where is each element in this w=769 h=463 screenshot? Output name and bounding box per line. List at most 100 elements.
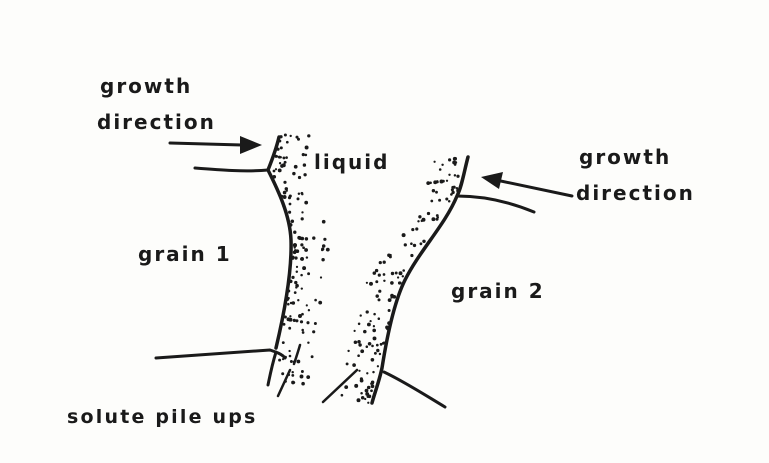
solute-dot xyxy=(374,352,377,355)
solute-dot xyxy=(435,218,438,221)
solute-dot xyxy=(293,360,296,363)
solute-dot xyxy=(291,371,293,373)
solute-dot xyxy=(383,280,385,282)
solute-dot xyxy=(375,269,378,272)
solute-dot xyxy=(373,313,376,316)
solute-dot xyxy=(272,175,276,179)
solute-dot xyxy=(294,165,298,169)
solute-dot xyxy=(392,295,396,299)
solute-dot xyxy=(289,315,291,317)
solute-dot xyxy=(360,314,362,316)
solute-dot xyxy=(282,204,285,207)
solute-dot xyxy=(301,217,304,220)
solute-dot xyxy=(433,161,435,163)
solute-dot xyxy=(361,396,365,400)
grain2-lower-boundary xyxy=(384,372,445,407)
solute-dot xyxy=(304,154,307,157)
solute-dot xyxy=(365,392,369,396)
solute-dot xyxy=(358,370,360,372)
solute-dot xyxy=(292,256,295,259)
solute-dot xyxy=(301,370,304,373)
solute-dot xyxy=(383,261,386,264)
solute-dot xyxy=(278,168,282,172)
solute-dot xyxy=(280,156,282,158)
solute-dot xyxy=(448,158,451,161)
solute-dot xyxy=(288,350,290,352)
solute-dot xyxy=(366,282,368,284)
solute-dot xyxy=(296,271,298,273)
solute-dot xyxy=(383,273,386,276)
solute-dot xyxy=(378,290,381,293)
solute-dot xyxy=(371,384,375,388)
solute-dot xyxy=(395,272,398,275)
solute-dot xyxy=(290,360,293,363)
solute-dot xyxy=(367,402,369,404)
solute-dot xyxy=(448,174,450,176)
solute-dot xyxy=(291,374,294,377)
solute-dot xyxy=(456,189,460,193)
solute-dot xyxy=(287,290,290,293)
solute-dot xyxy=(281,372,284,375)
solute-dot xyxy=(282,156,285,159)
solute-dot xyxy=(289,280,292,283)
solute-dot xyxy=(371,381,374,384)
solute-dot xyxy=(402,275,404,277)
solute-dot xyxy=(360,379,364,383)
solute-dot xyxy=(389,255,392,258)
solute-dots-right xyxy=(341,157,460,404)
arrow-left-icon xyxy=(496,180,572,196)
solute-dot xyxy=(358,323,361,326)
liquid-label: liquid xyxy=(314,152,389,172)
solute-dot xyxy=(420,242,423,245)
solute-dot xyxy=(297,299,299,301)
solute-dot xyxy=(363,330,367,334)
solute-dot xyxy=(411,228,414,231)
solute-dot xyxy=(300,237,304,241)
solute-dot xyxy=(288,196,291,199)
solute-dot xyxy=(410,254,413,257)
solute-dot xyxy=(402,269,405,272)
solute-dot xyxy=(413,244,416,247)
solute-dot xyxy=(314,322,317,325)
solute-dot xyxy=(291,276,294,279)
solute-dot xyxy=(273,170,276,173)
solute-dot xyxy=(284,380,287,383)
solute-dot xyxy=(300,375,304,379)
solute-dot xyxy=(369,320,371,322)
solute-dot xyxy=(318,301,322,305)
solute-dot xyxy=(430,200,433,203)
solute-dot xyxy=(347,350,349,352)
solute-dot xyxy=(376,344,379,347)
solute-dot xyxy=(360,392,363,395)
solute-dot xyxy=(292,172,295,175)
solute-dot xyxy=(292,301,296,305)
solute-dot xyxy=(448,200,451,203)
solute-dot xyxy=(379,353,381,355)
solute-dot xyxy=(388,298,392,302)
grain1-upper-boundary xyxy=(195,168,268,171)
solute-dot xyxy=(301,382,305,386)
solute-dot xyxy=(302,153,305,156)
solute-dot xyxy=(305,146,309,150)
solute-dot xyxy=(288,374,290,376)
solute-dot xyxy=(320,276,322,278)
solute-dot xyxy=(352,363,356,367)
solute-dot xyxy=(391,272,394,275)
solute-dot xyxy=(312,330,315,333)
solute-dot xyxy=(432,189,435,192)
solute-dot xyxy=(358,343,361,346)
solute-dot xyxy=(399,271,403,275)
solute-dot xyxy=(300,243,303,246)
solute-dot xyxy=(301,211,303,213)
solute-dot xyxy=(382,342,385,345)
solute-dot xyxy=(294,256,297,259)
solute-dot xyxy=(300,274,303,277)
arrowhead-right-icon xyxy=(240,136,262,154)
solute-dot xyxy=(369,282,373,286)
solute-dot xyxy=(387,321,391,325)
solute-dot xyxy=(410,242,413,245)
solute-dot xyxy=(301,192,304,195)
solute-dot xyxy=(311,355,314,358)
